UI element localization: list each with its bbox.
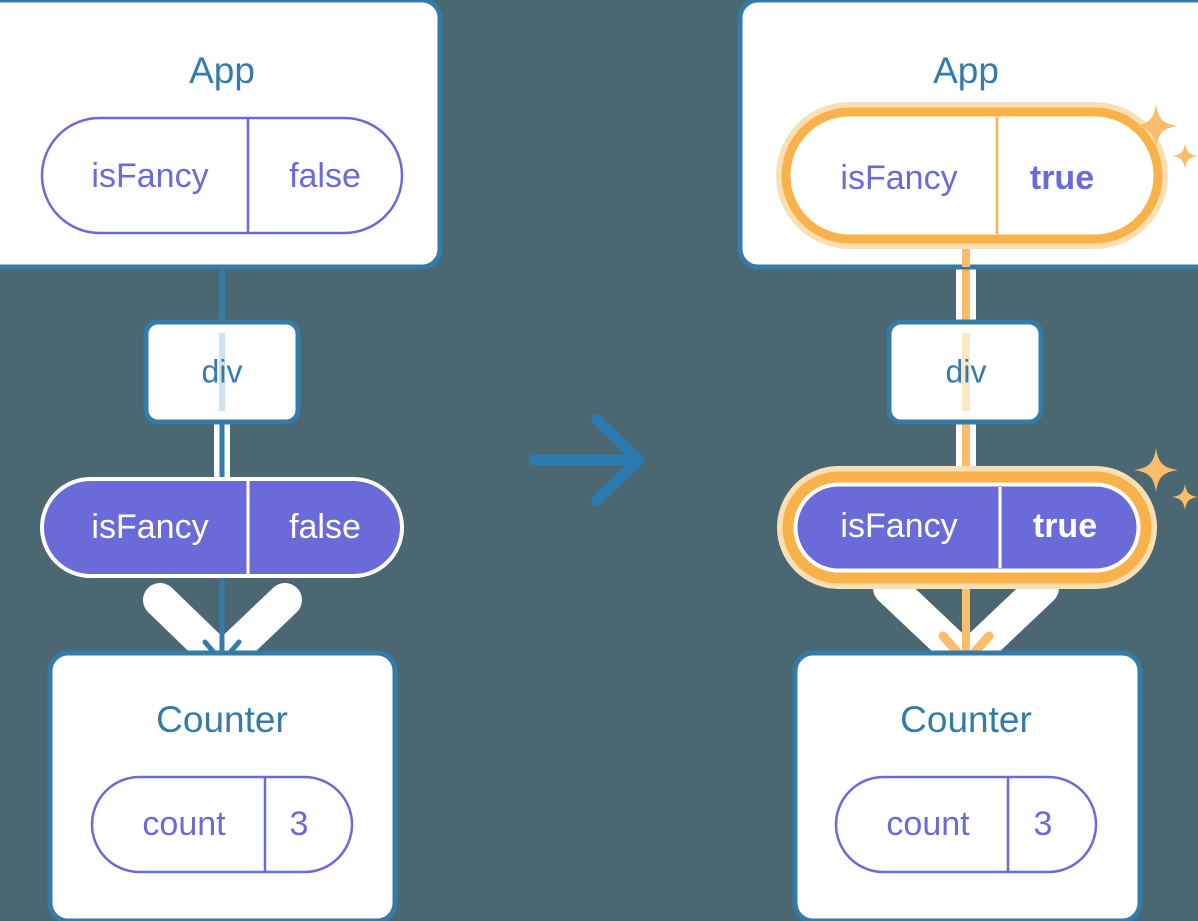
app-state-pill-right-key: isFancy — [840, 159, 957, 197]
counter-card-left-title: Counter — [156, 699, 288, 740]
prop-pill-left-value: false — [289, 508, 361, 546]
prop-pill-left-key: isFancy — [91, 508, 208, 546]
prop-pill-right-key: isFancy — [840, 507, 957, 545]
counter-card-right-title: Counter — [900, 699, 1032, 740]
counter-state-pill-left[interactable]: count 3 — [90, 775, 354, 874]
prop-pill-left-shape — [40, 477, 404, 578]
counter-state-pill-left-shape — [90, 775, 354, 874]
right-panel: App isFancy true div — [737, 0, 1198, 921]
counter-state-pill-right-key: count — [886, 805, 970, 843]
prop-pill-right[interactable]: isFancy true — [777, 466, 1157, 589]
app-state-pill-left-shape — [40, 116, 404, 235]
counter-state-pill-right-shape — [834, 775, 1098, 874]
app-state-pill-left-value: false — [289, 157, 361, 195]
counter-state-pill-left-key: count — [142, 805, 226, 843]
prop-pill-right-value: true — [1033, 507, 1097, 545]
counter-state-pill-right-value: 3 — [1034, 805, 1053, 843]
prop-pill-left[interactable]: isFancy false — [40, 477, 404, 578]
app-card-left-title: App — [189, 50, 255, 91]
app-state-pill-right-ring — [781, 107, 1163, 244]
div-node-left[interactable]: div — [143, 319, 301, 425]
sparkle-large-bottom-icon — [1134, 448, 1178, 492]
app-state-pill-left[interactable]: isFancy false — [40, 116, 404, 235]
app-state-pill-right[interactable]: isFancy true — [776, 102, 1168, 249]
app-card-right-title: App — [933, 50, 999, 91]
app-state-pill-left-key: isFancy — [91, 157, 208, 195]
div-node-right[interactable]: div — [886, 319, 1044, 425]
div-node-right-label: div — [946, 353, 987, 389]
counter-state-pill-left-value: 3 — [290, 805, 309, 843]
sparkle-small-bottom-icon — [1172, 484, 1198, 510]
transition-arrow-right-icon — [528, 414, 645, 506]
prop-pill-right-shape — [794, 483, 1140, 572]
counter-state-pill-right[interactable]: count 3 — [834, 775, 1098, 874]
div-node-left-label: div — [202, 353, 243, 389]
app-state-pill-right-value: true — [1030, 159, 1094, 197]
left-panel: App isFancy false div — [0, 0, 443, 921]
